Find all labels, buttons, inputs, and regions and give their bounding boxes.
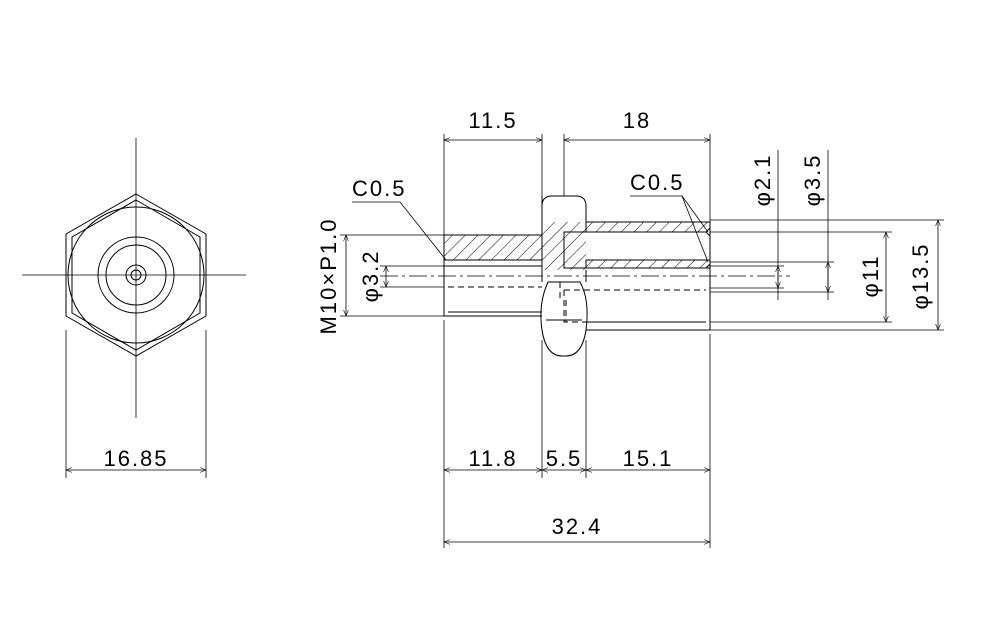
chamfer-label-right: C0.5 bbox=[630, 170, 684, 195]
dim-label-top-right: 18 bbox=[623, 108, 651, 133]
side-view: 11.5 18 C0.5 C0.5 M10×P1.0 φ3.2 φ2.1 φ3.… bbox=[316, 108, 944, 548]
dim-label-top-left: 11.5 bbox=[468, 108, 517, 133]
width-across-flats-label: 16.85 bbox=[103, 446, 168, 471]
thread-spec-label: M10×P1.0 bbox=[316, 218, 341, 335]
hex-collar-bottom bbox=[540, 281, 588, 357]
bore-dia-label: φ3.2 bbox=[358, 250, 383, 303]
outer-large-dia-label: φ13.5 bbox=[908, 242, 933, 309]
hex-edges bbox=[541, 270, 587, 282]
hidden-tube-outline bbox=[563, 290, 706, 323]
front-view: 16.85 bbox=[22, 138, 246, 478]
hexagon-outline bbox=[65, 193, 207, 357]
inner-small-dia-label: φ2.1 bbox=[750, 154, 775, 207]
hidden-lines bbox=[559, 282, 567, 322]
outer-bore-circle bbox=[97, 236, 175, 314]
outer-mid-dia-label: φ11 bbox=[858, 254, 883, 297]
inner-large-dia-label: φ3.5 bbox=[800, 154, 825, 207]
dim-label-seg3: 15.1 bbox=[623, 446, 674, 471]
inner-bore-circle bbox=[105, 244, 167, 306]
chamfer-leader-left bbox=[352, 201, 447, 261]
dim-label-seg2: 5.5 bbox=[546, 446, 583, 471]
hexagon-chamfer-outline bbox=[71, 199, 201, 351]
center-hole-circle bbox=[130, 269, 142, 281]
small-bore-circle bbox=[125, 264, 147, 286]
chamfer-label-left: C0.5 bbox=[352, 176, 406, 201]
chamfer-circle bbox=[67, 206, 205, 344]
dim-label-total: 32.4 bbox=[552, 514, 603, 539]
thread-section-hatch bbox=[443, 234, 543, 261]
chamfer-leader-right-2 bbox=[681, 195, 709, 263]
tube-top-wall bbox=[585, 221, 711, 233]
tube-inner-wall bbox=[585, 259, 711, 269]
dim-label-seg1: 11.8 bbox=[468, 446, 517, 471]
